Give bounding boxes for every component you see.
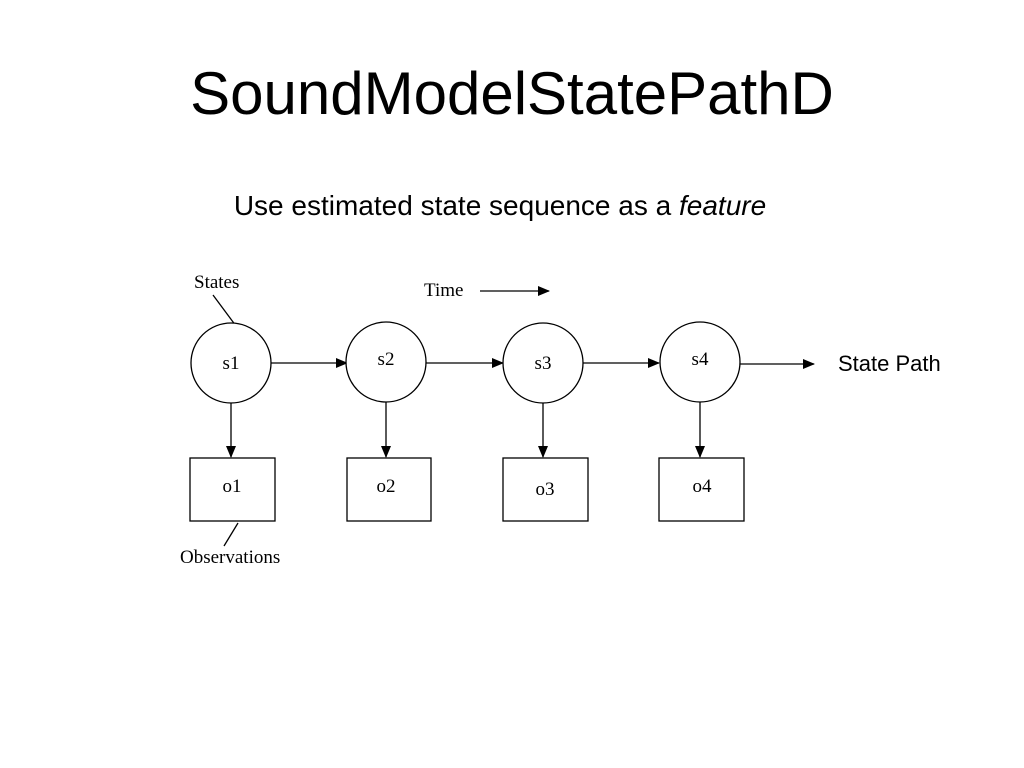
observation-node: o3	[502, 457, 589, 522]
observation-label: o1	[223, 476, 242, 497]
observations-callout-line	[223, 522, 239, 547]
state-label: s2	[378, 349, 395, 370]
observation-label: o2	[377, 476, 396, 497]
states-label: States	[194, 272, 239, 293]
state-label: s4	[692, 349, 709, 370]
state-label: s3	[535, 353, 552, 374]
observation-label: o3	[536, 479, 555, 500]
observation-node: o2	[346, 457, 432, 522]
slide-title: SoundModelStatePathD	[190, 60, 834, 127]
state-path-label: State Path	[838, 351, 941, 376]
slide-subtitle: Use estimated state sequence as a featur…	[0, 188, 1000, 224]
state-label: s1	[223, 353, 240, 374]
observations-label: Observations	[180, 547, 280, 568]
observation-node: o1	[189, 457, 276, 522]
state-node: s4	[659, 321, 741, 403]
state-node: s1	[190, 322, 272, 404]
time-label: Time	[424, 280, 463, 301]
subtitle-text: Use estimated state sequence as a	[233, 190, 679, 221]
subtitle-emphasis: feature	[678, 190, 767, 221]
state-node: s2	[345, 321, 427, 403]
state-node: s3	[502, 322, 584, 404]
observation-node: o4	[658, 457, 745, 522]
observation-label: o4	[693, 476, 713, 497]
states-callout-line	[212, 294, 237, 327]
